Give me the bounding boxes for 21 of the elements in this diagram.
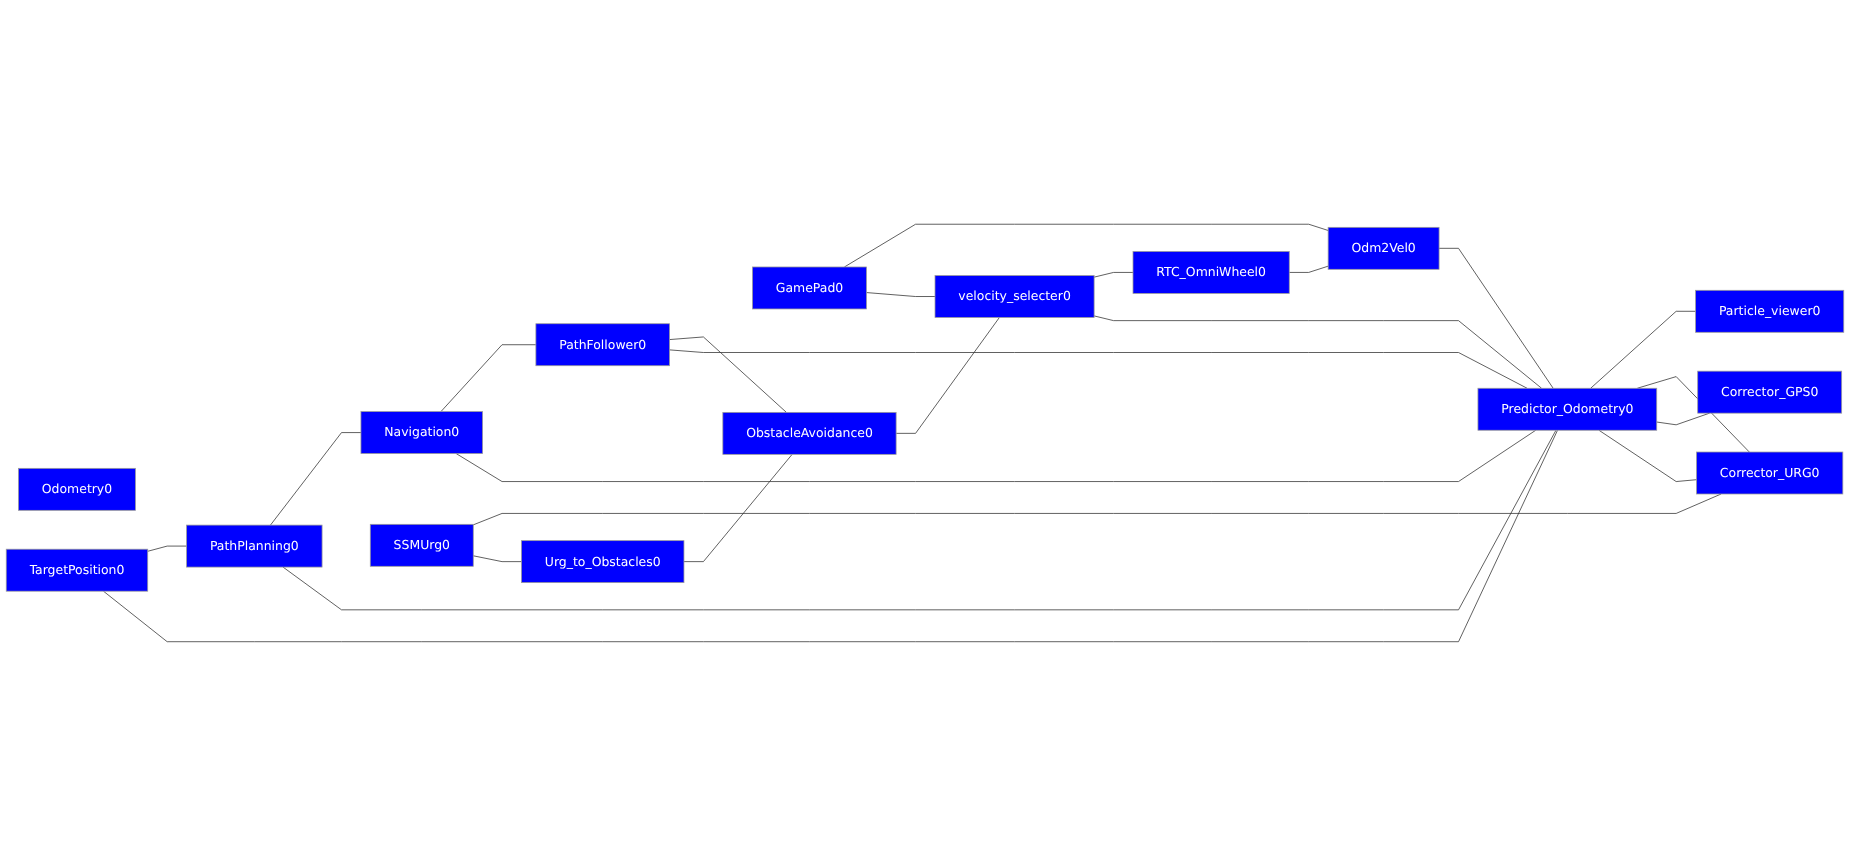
connector — [282, 428, 1557, 610]
connector — [844, 222, 1329, 267]
connector — [1093, 271, 1134, 277]
connector — [440, 343, 537, 411]
connector — [472, 554, 522, 562]
connector — [103, 428, 1558, 642]
connector — [1093, 314, 1542, 388]
connector — [1590, 309, 1696, 388]
connector — [1656, 411, 1710, 425]
connector — [147, 544, 187, 551]
connector — [895, 316, 1000, 433]
connector — [1438, 246, 1554, 388]
connector — [1288, 264, 1329, 272]
connector — [455, 428, 1537, 481]
connector — [472, 492, 1722, 525]
connector — [270, 431, 362, 525]
connector — [866, 291, 936, 296]
connector — [669, 348, 1528, 388]
connector — [683, 453, 793, 562]
connector — [1598, 428, 1697, 481]
connector — [669, 335, 787, 412]
